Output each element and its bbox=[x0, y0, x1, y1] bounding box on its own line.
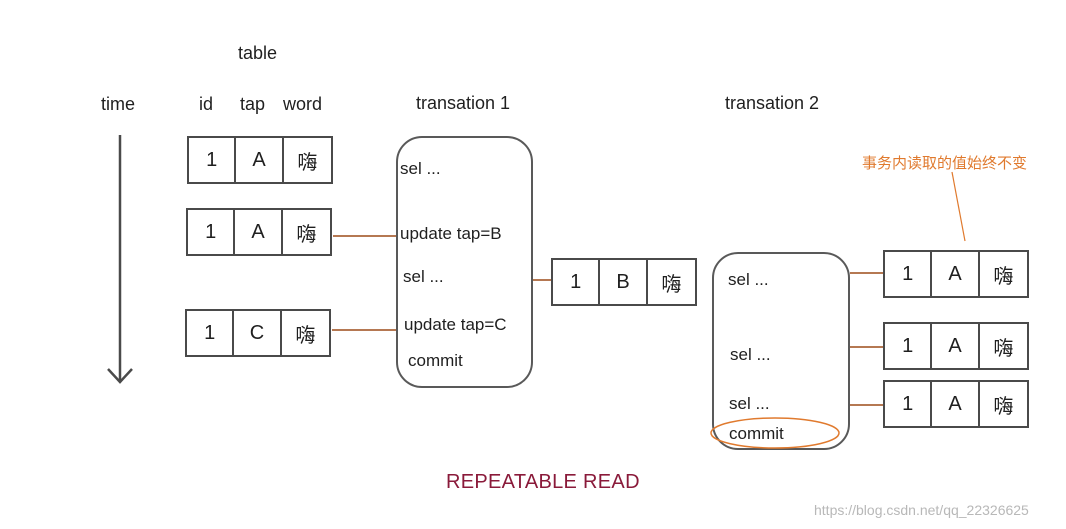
tx1-statement-commit: commit bbox=[408, 351, 463, 370]
tx2-read-result-row: 1 A 嗨 bbox=[883, 380, 1029, 428]
cell-id: 1 bbox=[187, 311, 235, 355]
cell-id: 1 bbox=[189, 138, 237, 182]
cell-tap: B bbox=[600, 260, 648, 304]
cell-id: 1 bbox=[553, 260, 601, 304]
column-word-header: word bbox=[283, 94, 323, 114]
tx1-read-result-row: 1 B 嗨 bbox=[551, 258, 697, 306]
commit-highlight-ellipse bbox=[710, 417, 840, 449]
cell-id: 1 bbox=[885, 382, 933, 426]
cell-tap: A bbox=[932, 324, 980, 368]
connector-update-b bbox=[333, 235, 396, 237]
cell-word: 嗨 bbox=[661, 273, 682, 296]
tx1-statement-update-b: update tap=B bbox=[400, 224, 502, 243]
tx2-statement-select: sel ... bbox=[730, 345, 771, 364]
tx1-statement-select: sel ... bbox=[403, 267, 444, 286]
connector-tx2-read-2 bbox=[850, 346, 884, 348]
connector-update-c bbox=[332, 329, 396, 331]
transaction-1-box bbox=[396, 136, 533, 388]
cell-word: 嗨 bbox=[993, 395, 1014, 418]
transaction-2-box bbox=[712, 252, 850, 450]
table-row-after-update: 1 C 嗨 bbox=[185, 309, 331, 357]
diagram-title: REPEATABLE READ bbox=[446, 471, 640, 493]
tx2-statement-select: sel ... bbox=[729, 394, 770, 413]
tx1-statement-select: sel ... bbox=[400, 159, 441, 178]
connector-tx2-read-1 bbox=[850, 272, 884, 274]
table-row-initial: 1 A 嗨 bbox=[187, 136, 333, 184]
tx2-statement-select: sel ... bbox=[728, 270, 769, 289]
connector-tx2-read-3 bbox=[850, 404, 884, 406]
tx2-read-result-row: 1 A 嗨 bbox=[883, 322, 1029, 370]
cell-word: 嗨 bbox=[295, 324, 316, 347]
cell-tap: A bbox=[236, 138, 284, 182]
cell-word: 嗨 bbox=[993, 337, 1014, 360]
tx2-statement-commit: commit bbox=[729, 424, 784, 443]
tx2-read-result-row: 1 A 嗨 bbox=[883, 250, 1029, 298]
cell-tap: A bbox=[235, 210, 283, 254]
connector-tx1-read bbox=[533, 279, 551, 281]
annotation-note: 事务内读取的值始终不变 bbox=[862, 155, 1028, 172]
table-label: table bbox=[238, 43, 278, 63]
tx1-statement-update-c: update tap=C bbox=[404, 315, 507, 334]
table-row-before-update: 1 A 嗨 bbox=[186, 208, 332, 256]
cell-word: 嗨 bbox=[297, 151, 318, 174]
annotation-pointer-line bbox=[951, 171, 966, 242]
column-tap-header: tap bbox=[240, 94, 266, 114]
column-id-header: id bbox=[199, 94, 214, 114]
transaction-1-label: transation 1 bbox=[416, 93, 511, 113]
cell-tap: A bbox=[932, 252, 980, 296]
cell-id: 1 bbox=[885, 324, 933, 368]
cell-tap: A bbox=[932, 382, 980, 426]
watermark: https://blog.csdn.net/qq_22326625 bbox=[814, 502, 1029, 518]
transaction-2-label: transation 2 bbox=[725, 93, 820, 113]
cell-word: 嗨 bbox=[296, 223, 317, 246]
time-label: time bbox=[101, 94, 136, 114]
cell-tap: C bbox=[234, 311, 282, 355]
cell-id: 1 bbox=[885, 252, 933, 296]
cell-id: 1 bbox=[188, 210, 236, 254]
cell-word: 嗨 bbox=[993, 265, 1014, 288]
